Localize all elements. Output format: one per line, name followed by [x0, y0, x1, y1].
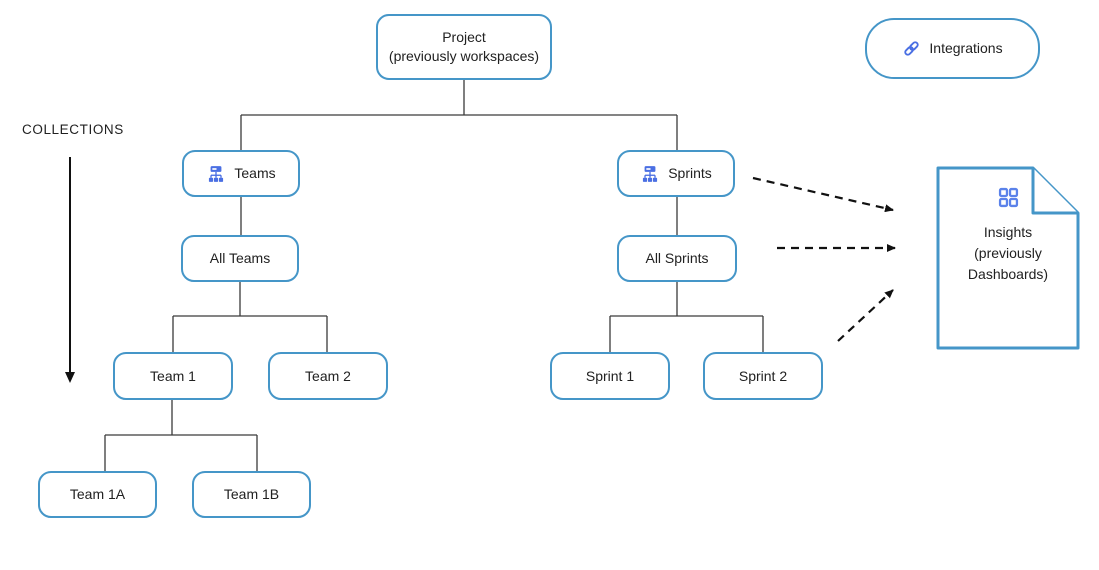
team2-node: Team 2	[268, 352, 388, 400]
sprint1-label: Sprint 1	[585, 367, 635, 384]
team1-node: Team 1	[113, 352, 233, 400]
project-label-line2: (previously workspaces)	[388, 48, 540, 64]
insights-label-line2: (previously	[974, 245, 1042, 261]
org-hierarchy-icon	[640, 164, 660, 184]
sprint2-label: Sprint 2	[738, 367, 788, 384]
all-teams-node: All Teams	[181, 235, 299, 282]
all-sprints-node: All Sprints	[617, 235, 737, 282]
team1b-label: Team 1B	[223, 486, 280, 502]
teams-label: Teams	[234, 165, 276, 181]
dashed-arrow-sprints-to-insights	[752, 176, 894, 213]
tree-connector-team1	[104, 400, 258, 471]
team2-label: Team 2	[305, 367, 351, 384]
all-sprints-label: All Sprints	[645, 250, 709, 266]
integrations-label: Integrations	[929, 40, 1003, 56]
tree-connector-allsprints	[609, 282, 764, 352]
sprint2-node: Sprint 2	[703, 352, 823, 400]
insights-label-line3: Dashboards)	[967, 266, 1049, 282]
sprint1-node: Sprint 1	[550, 352, 670, 400]
team1a-node: Team 1A	[38, 471, 157, 518]
org-hierarchy-icon	[206, 164, 226, 184]
dashed-arrow-sprintlevel-to-insights	[837, 289, 894, 342]
insights-node: Insights (previously Dashboards)	[938, 186, 1078, 284]
tree-connector-allteams	[172, 282, 328, 352]
link-icon	[902, 39, 921, 58]
collections-label: COLLECTIONS	[22, 122, 124, 137]
team1-label: Team 1	[150, 367, 196, 384]
project-node: Project (previously workspaces)	[376, 14, 552, 80]
integrations-node: Integrations	[865, 18, 1040, 79]
teams-node: Teams	[182, 150, 300, 197]
project-label-line1: Project	[442, 29, 486, 45]
team1b-node: Team 1B	[192, 471, 311, 518]
sprints-node: Sprints	[617, 150, 735, 197]
tree-connector-project	[240, 80, 678, 150]
insights-label-line1: Insights	[983, 224, 1033, 240]
insights-document-shape	[936, 166, 1080, 350]
team1a-label: Team 1A	[69, 486, 126, 502]
sprints-label: Sprints	[668, 165, 712, 181]
all-teams-label: All Teams	[209, 250, 271, 266]
dashboard-grid-icon	[997, 186, 1020, 209]
